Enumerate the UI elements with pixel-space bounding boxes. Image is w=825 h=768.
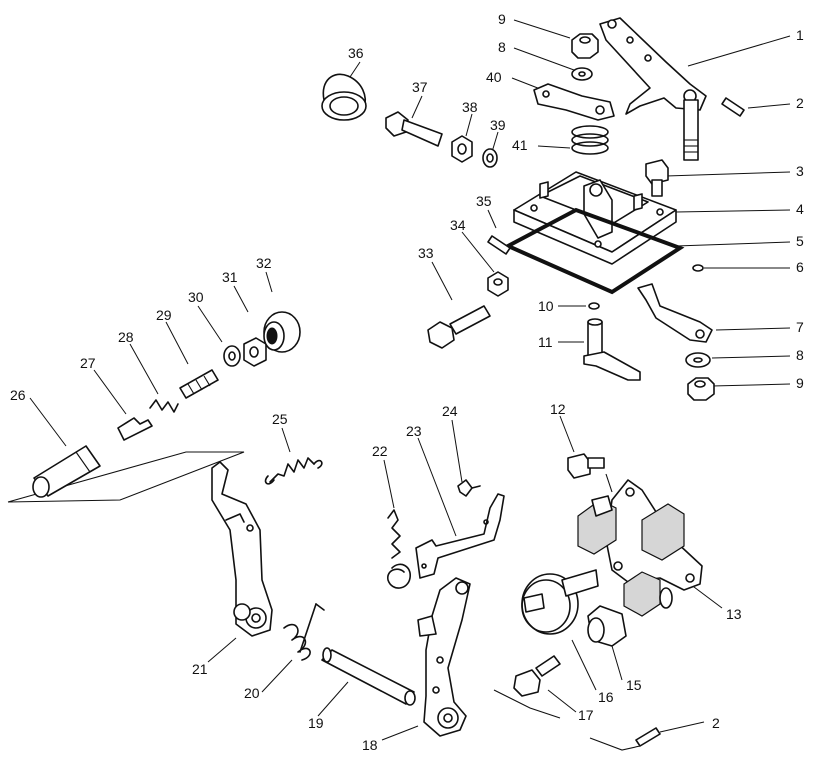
part-41-spring [571, 125, 609, 155]
part-7-link-arm [637, 283, 713, 343]
callout-23: 23 [406, 423, 422, 439]
part-8-washer-upper [571, 67, 593, 81]
callout-39: 39 [490, 117, 506, 133]
part-39-washer [482, 148, 498, 168]
part-10-ring [588, 302, 600, 310]
callout-30: 30 [188, 289, 204, 305]
callout-29: 29 [156, 307, 172, 323]
part-33-bolt [427, 305, 491, 349]
callout-25: 25 [272, 411, 288, 427]
callout-35: 35 [476, 193, 492, 209]
callout-5: 5 [796, 233, 804, 249]
callout-37: 37 [412, 79, 428, 95]
part-20-torsion-spring [283, 603, 325, 661]
leader-lines [29, 19, 791, 741]
callout-13: 13 [726, 606, 742, 622]
part-16-disc [521, 569, 599, 635]
callout-10: 10 [538, 298, 554, 314]
callout-21: 21 [192, 661, 208, 677]
part-28-spring [149, 399, 179, 413]
part-3-bolt [645, 159, 669, 197]
part-29-threaded-rod [179, 369, 219, 399]
callout-20: 20 [244, 685, 260, 701]
callout-7: 7 [796, 319, 804, 335]
callout-15: 15 [626, 677, 642, 693]
part-35-pin [487, 235, 511, 255]
callout-9: 9 [796, 375, 804, 391]
callout-17: 17 [578, 707, 594, 723]
part-15-bushing [587, 605, 627, 647]
part-9-nut-lower [687, 377, 715, 401]
callout-38: 38 [462, 99, 478, 115]
assembly-reference-lines [7, 451, 641, 751]
callout-24: 24 [442, 403, 458, 419]
callout-34: 34 [450, 217, 466, 233]
part-2-pin-lower [635, 727, 661, 747]
callout-2-lower: 2 [712, 715, 720, 731]
callout-41: 41 [512, 137, 528, 153]
callout-8: 8 [796, 347, 804, 363]
part-6-o-ring [692, 264, 704, 272]
part-21-long-lever [211, 461, 273, 637]
part-24-clip [457, 479, 481, 497]
part-22-spring [387, 509, 411, 589]
part-31-nut [243, 337, 267, 367]
callout-6: 6 [796, 259, 804, 275]
part-12-bolt [567, 453, 605, 479]
callout-32: 32 [256, 255, 272, 271]
part-34-nut [487, 271, 509, 297]
callout-18: 18 [362, 737, 378, 753]
callout-2: 2 [796, 95, 804, 111]
callout-labels: 1 2 3 4 5 6 7 8 9 10 11 12 13 15 16 17 2… [10, 11, 804, 753]
callout-9-upper: 9 [498, 11, 506, 27]
callout-3: 3 [796, 163, 804, 179]
part-37-bolt [385, 111, 443, 147]
callout-4: 4 [796, 201, 804, 217]
part-13-bracket [577, 479, 703, 617]
part-11-shaft-lever [583, 318, 641, 381]
part-26-sleeve [32, 445, 101, 498]
callout-27: 27 [80, 355, 96, 371]
callout-26: 26 [10, 387, 26, 403]
callout-22: 22 [372, 443, 388, 459]
part-25-spring [264, 457, 323, 485]
part-27-pin [117, 417, 153, 441]
callout-33: 33 [418, 245, 434, 261]
part-36-cap [321, 73, 367, 121]
callout-11: 11 [538, 334, 553, 350]
part-38-nut [451, 135, 473, 163]
callout-1: 1 [796, 27, 804, 43]
part-32-cap [263, 311, 301, 353]
part-19-rod [321, 647, 416, 706]
callout-12: 12 [550, 401, 566, 417]
callout-36: 36 [348, 45, 364, 61]
part-17-bolt [513, 655, 561, 697]
callout-16: 16 [598, 689, 614, 705]
callout-40: 40 [486, 69, 502, 85]
callout-31: 31 [222, 269, 238, 285]
part-9-nut-upper [571, 33, 599, 59]
callout-19: 19 [308, 715, 324, 731]
part-2-pin-upper [721, 97, 745, 117]
part-23-bracket [415, 493, 505, 579]
part-1-control-lever [599, 17, 707, 161]
part-18-lever [417, 577, 471, 737]
callout-8-upper: 8 [498, 39, 506, 55]
part-40-plate [533, 83, 615, 121]
part-8-washer-lower [685, 352, 711, 368]
callout-28: 28 [118, 329, 134, 345]
part-30-washer [223, 345, 241, 367]
part-5-gasket [503, 207, 685, 295]
